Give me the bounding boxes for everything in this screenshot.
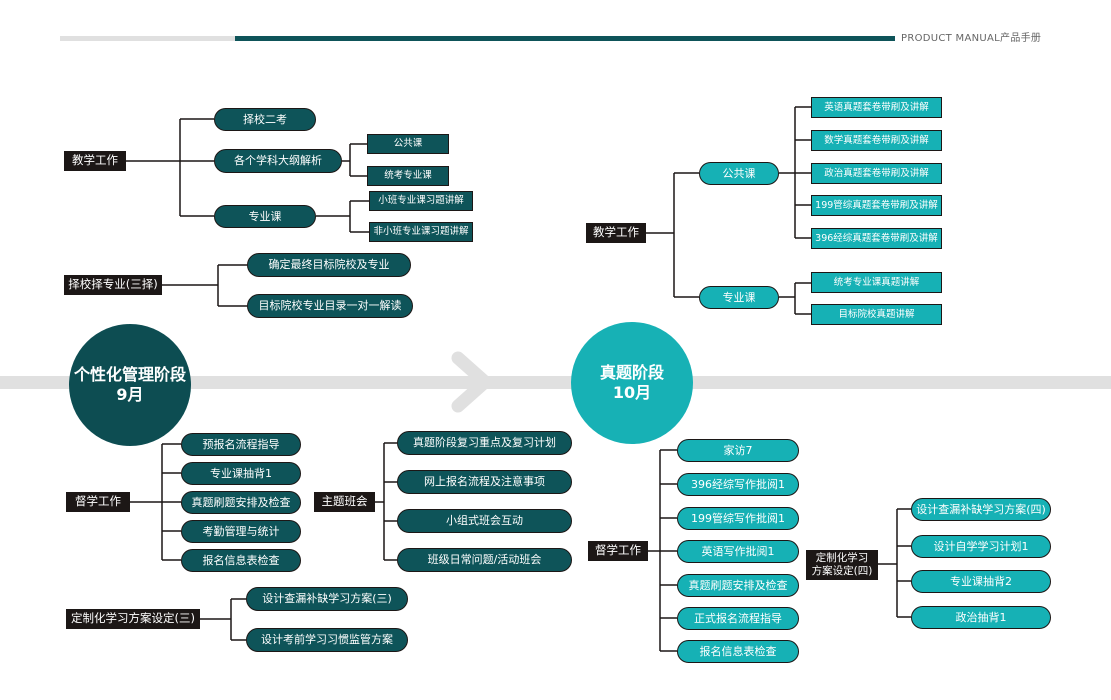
node-group-meeting: 小组式班会互动: [397, 509, 572, 533]
node-attendance: 考勤管理与统计: [181, 520, 301, 543]
branch-teaching-right: 教学工作: [586, 223, 646, 243]
node-199-exam: 199管综真题套卷带刷及讲解: [811, 195, 942, 216]
node-catalog-review: 目标院校专业目录一对一解读: [247, 294, 413, 318]
node-english-exam: 英语真题套卷带刷及讲解: [811, 97, 942, 118]
stage-circle-real-exam: 真题阶段 10月: [571, 322, 693, 444]
branch-school-choice: 择校择专业(三择): [64, 275, 162, 295]
connectors: [126, 106, 911, 652]
node-major-recite-1: 专业课抽背1: [181, 462, 301, 485]
node-class-activity: 班级日常问题/活动班会: [397, 548, 572, 572]
branch-label-line: 方案设定(四): [811, 565, 873, 577]
node-formal-registration: 正式报名流程指导: [677, 607, 799, 630]
stage-circle-personalized: 个性化管理阶段 9月: [69, 324, 191, 446]
node-home-visit: 家访7: [677, 439, 799, 462]
branch-teaching-left: 教学工作: [64, 151, 126, 171]
stage-month: 10月: [612, 383, 652, 402]
node-unified-major: 统考专业课: [367, 166, 449, 186]
node-small-class: 小班专业课习题讲解: [369, 191, 473, 211]
node-self-study-plan: 设计自学学习计划1: [911, 535, 1051, 558]
branch-custom-plan-4: 定制化学习 方案设定(四): [806, 550, 878, 580]
node-396-exam: 396经综真题套卷带刷及讲解: [811, 228, 942, 249]
branch-supervise-right: 督学工作: [588, 541, 648, 561]
node-exam-practice-check-2: 真题刷题安排及检查: [677, 574, 799, 597]
node-gap-plan-3: 设计查漏补缺学习方案(三): [246, 587, 408, 611]
chevron-right-icon: [451, 351, 492, 413]
node-pre-registration: 预报名流程指导: [181, 433, 301, 456]
node-public-group: 公共课: [699, 162, 779, 185]
node-major-recite-2: 专业课抽背2: [911, 570, 1051, 593]
branch-label-line: 定制化学习: [815, 552, 869, 565]
stage-month: 9月: [116, 385, 144, 404]
node-199-writing: 199管综写作批阅1: [677, 507, 799, 530]
branch-custom-plan-3: 定制化学习方案设定(三): [66, 609, 200, 629]
branch-supervise-left: 督学工作: [66, 492, 130, 512]
node-public-course: 公共课: [367, 134, 449, 154]
node-major-course: 专业课: [214, 205, 316, 228]
node-gap-plan-4: 设计查漏补缺学习方案(四): [911, 498, 1051, 521]
node-school-exam: 择校二考: [214, 108, 316, 131]
branch-theme-meeting: 主题班会: [314, 492, 375, 512]
header-bar-teal: [235, 36, 895, 41]
node-form-check-2: 报名信息表检查: [677, 640, 799, 663]
node-review-plan: 真题阶段复习重点及复习计划: [397, 431, 572, 455]
header-bar-gray: [60, 36, 235, 41]
node-unified-major-exam: 统考专业课真题讲解: [811, 272, 942, 293]
node-confirm-target: 确定最终目标院校及专业: [247, 253, 411, 277]
node-politics-recite: 政治抽背1: [911, 606, 1051, 629]
node-396-writing: 396经综写作批阅1: [677, 473, 799, 496]
node-english-writing: 英语写作批阅1: [677, 540, 799, 563]
stage-title: 个性化管理阶段: [73, 365, 186, 384]
node-non-small-class: 非小班专业课习题讲解: [369, 222, 473, 242]
node-form-check: 报名信息表检查: [181, 549, 301, 572]
node-exam-practice-check: 真题刷题安排及检查: [181, 491, 301, 514]
node-habit-plan: 设计考前学习习惯监管方案: [246, 628, 408, 652]
node-target-school-exam: 目标院校真题讲解: [811, 304, 942, 325]
timeline-band: [0, 376, 1111, 389]
node-syllabus: 各个学科大纲解析: [214, 149, 342, 173]
node-major-group: 专业课: [699, 286, 779, 309]
node-politics-exam: 政治真题套卷带刷及讲解: [811, 163, 942, 184]
header-title: PRODUCT MANUAL产品手册: [901, 33, 1042, 44]
node-math-exam: 数学真题套卷带刷及讲解: [811, 130, 942, 151]
stage-title: 真题阶段: [599, 363, 664, 382]
node-online-registration: 网上报名流程及注意事项: [397, 470, 572, 494]
